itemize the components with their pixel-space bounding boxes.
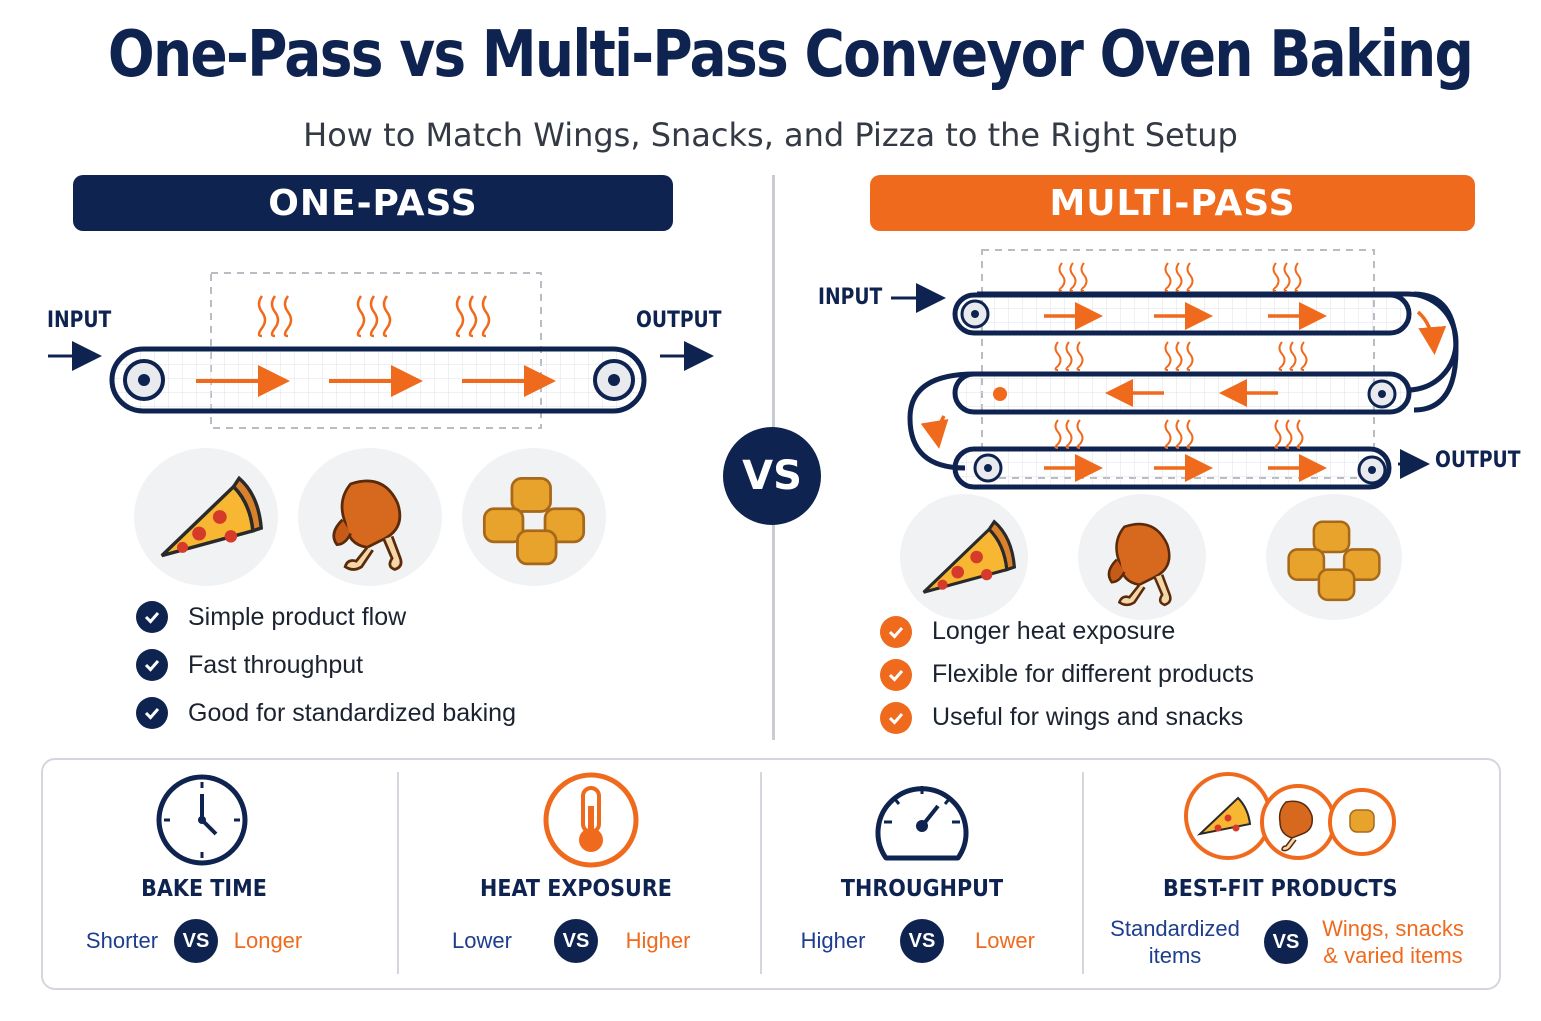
multi-pass-belt-top [952,292,1412,336]
list-item: Simple product flow [136,593,516,641]
best-fit-multi-line1: Wings, snacks [1322,916,1464,941]
throughput-title: THROUGHPUT [840,876,1004,902]
best-fit-one-pass: Standardized items [1098,915,1252,969]
check-icon [136,601,168,633]
one-pass-conveyor [48,272,714,429]
best-fit-multi-pass: Wings, snacks & varied items [1308,915,1478,969]
multi-pass-bullet-list: Longer heat exposure Flexible for differ… [880,610,1254,739]
bullet-text: Fast throughput [188,650,364,679]
one-pass-output-label: OUTPUT [636,308,722,333]
vs-badge: VS [900,919,944,963]
one-pass-bullet-list: Simple product flow Fast throughput Good… [136,593,516,737]
page-subtitle: How to Match Wings, Snacks, and Pizza to… [303,116,1238,154]
throughput-one-pass: Higher [800,928,866,953]
list-item: Longer heat exposure [880,610,1254,653]
multi-pass-conveyor [891,249,1459,490]
best-fit-one-line1: Standardized [1110,916,1240,941]
bullet-text: Good for standardized baking [188,698,516,727]
vs-badge: VS [174,919,218,963]
multi-pass-oven-chamber [981,249,1375,479]
bullet-text: Simple product flow [188,602,407,631]
best-fit-one-line2: items [1148,943,1202,968]
check-icon [880,701,912,734]
products-icon [1184,772,1396,860]
pizza-slice-icon [134,448,278,586]
one-pass-input-label: INPUT [47,308,112,333]
multi-pass-input-label: INPUT [818,285,883,310]
vs-badge: VS [554,919,598,963]
chicken-wing-icon [298,448,442,586]
multi-pass-rollers [960,299,1397,485]
list-item: Fast throughput [136,641,516,689]
bullet-text: Flexible for different products [932,660,1254,688]
pizza-slice-icon [900,494,1028,620]
multi-pass-belt-loop-right [1413,291,1459,413]
check-icon [136,649,168,681]
multi-pass-belt-loop-left [907,371,976,471]
list-item: Good for standardized baking [136,689,516,737]
heat-exposure-multi-pass: Higher [625,928,691,953]
throughput-multi-pass: Lower [975,928,1035,953]
multi-pass-banner: MULTI-PASS [870,175,1475,231]
multi-pass-flow-arrows [920,302,1447,482]
bullet-text: Useful for wings and snacks [932,703,1244,731]
bake-time-multi-pass: Longer [233,928,303,953]
multi-pass-heat-icons [1054,262,1308,449]
nuggets-icon [1266,494,1402,620]
thermometer-icon [543,772,639,868]
check-icon [880,615,912,648]
bullet-text: Longer heat exposure [932,617,1176,645]
heat-exposure-title: HEAT EXPOSURE [480,876,672,902]
multi-pass-output-label: OUTPUT [1435,448,1521,473]
list-item: Useful for wings and snacks [880,696,1254,739]
panel-divider [397,772,399,974]
vs-badge: VS [1264,920,1308,964]
list-item: Flexible for different products [880,653,1254,696]
best-fit-multi-line2: & varied items [1323,943,1463,968]
bake-time-one-pass: Shorter [85,928,159,953]
center-vs-badge: VS [723,427,821,525]
bake-time-comparison: Shorter VS Longer [70,918,360,964]
nuggets-icon [462,448,606,586]
chicken-wing-icon [1078,494,1206,620]
gauge-icon [875,786,969,861]
best-fit-comparison: Standardized items VS Wings, snacks & va… [1098,912,1488,972]
page-title: One-Pass vs Multi-Pass Conveyor Oven Bak… [107,18,1474,92]
one-pass-banner: ONE-PASS [73,175,673,231]
multi-pass-belt-middle [952,371,1412,415]
panel-divider [760,772,762,974]
panel-divider [1082,772,1084,974]
heat-exposure-comparison: Lower VS Higher [434,918,724,964]
bake-time-title: BAKE TIME [141,876,267,902]
conveyor-diagrams [48,249,1459,490]
heat-exposure-one-pass: Lower [452,928,512,953]
best-fit-title: BEST-FIT PRODUCTS [1163,876,1398,902]
check-icon [136,697,168,729]
throughput-comparison: Higher VS Lower [786,918,1066,964]
one-pass-heat-icons [257,295,491,338]
multi-pass-product-marker [993,387,1007,401]
check-icon [880,658,912,691]
clock-icon [156,774,248,866]
